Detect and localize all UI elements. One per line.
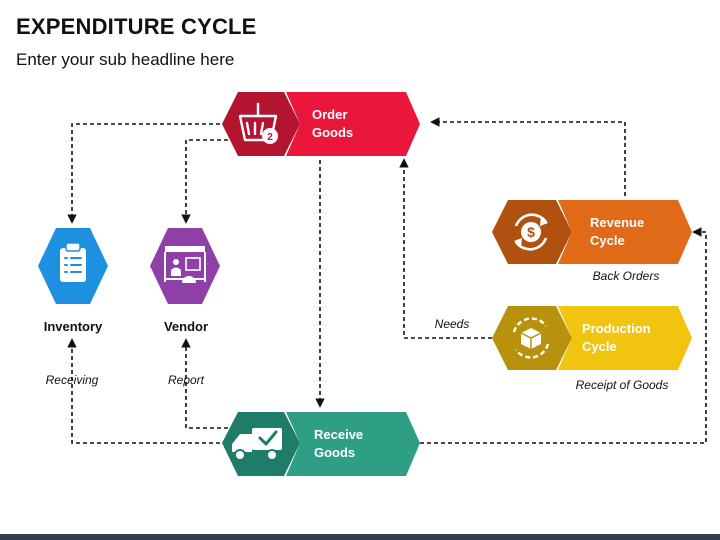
order-goods-label-line1: Order [312,107,347,122]
receive-goods-node: Receive Goods [222,412,420,476]
delivery-truck-icon [232,428,282,461]
page-title: EXPENDITURE CYCLE [16,14,257,39]
edge-label-needs: Needs [435,317,470,331]
production-cycle-label-line1: Production [582,321,651,336]
page-subtitle: Enter your sub headline here [16,50,235,69]
production-cycle-label-line2: Cycle [582,339,617,354]
edge-production-needs-to-order [399,158,492,339]
revenue-cycle-node: $ Revenue Cycle [492,200,692,264]
edge-order-to-vendor [181,139,228,224]
edge-label-report: Report [168,373,205,387]
basket-badge: 2 [267,132,273,143]
edge-label-back-orders: Back Orders [593,269,660,283]
edge-label-receipt-of-goods: Receipt of Goods [576,378,669,392]
clipboard-icon [60,242,86,282]
dollar-cycle-icon: $ [514,213,548,251]
production-cycle-node: Production Cycle [492,306,692,370]
edge-receive-to-inventory [67,338,220,444]
order-goods-node: 2 Order Goods [222,92,420,156]
vendor-node: Vendor [150,228,220,334]
svg-text:$: $ [527,224,535,240]
revenue-cycle-label-line2: Cycle [590,233,625,248]
edge-receive-to-revenue [420,227,707,444]
vendor-shop-icon [164,246,206,283]
inventory-node: Inventory [38,228,108,334]
footer-bar [0,534,720,540]
edge-order-to-inventory [67,123,220,224]
box-cycle-icon [512,317,550,359]
order-goods-label-line2: Goods [312,125,353,140]
receive-goods-label-line2: Goods [314,445,355,460]
revenue-cycle-label-line1: Revenue [590,215,644,230]
vendor-label: Vendor [164,319,208,334]
edge-label-receiving: Receiving [46,373,99,387]
receive-goods-label-line1: Receive [314,427,363,442]
edge-revenue-to-order [430,117,626,196]
inventory-label: Inventory [44,319,103,334]
edge-receive-to-vendor [181,338,228,429]
